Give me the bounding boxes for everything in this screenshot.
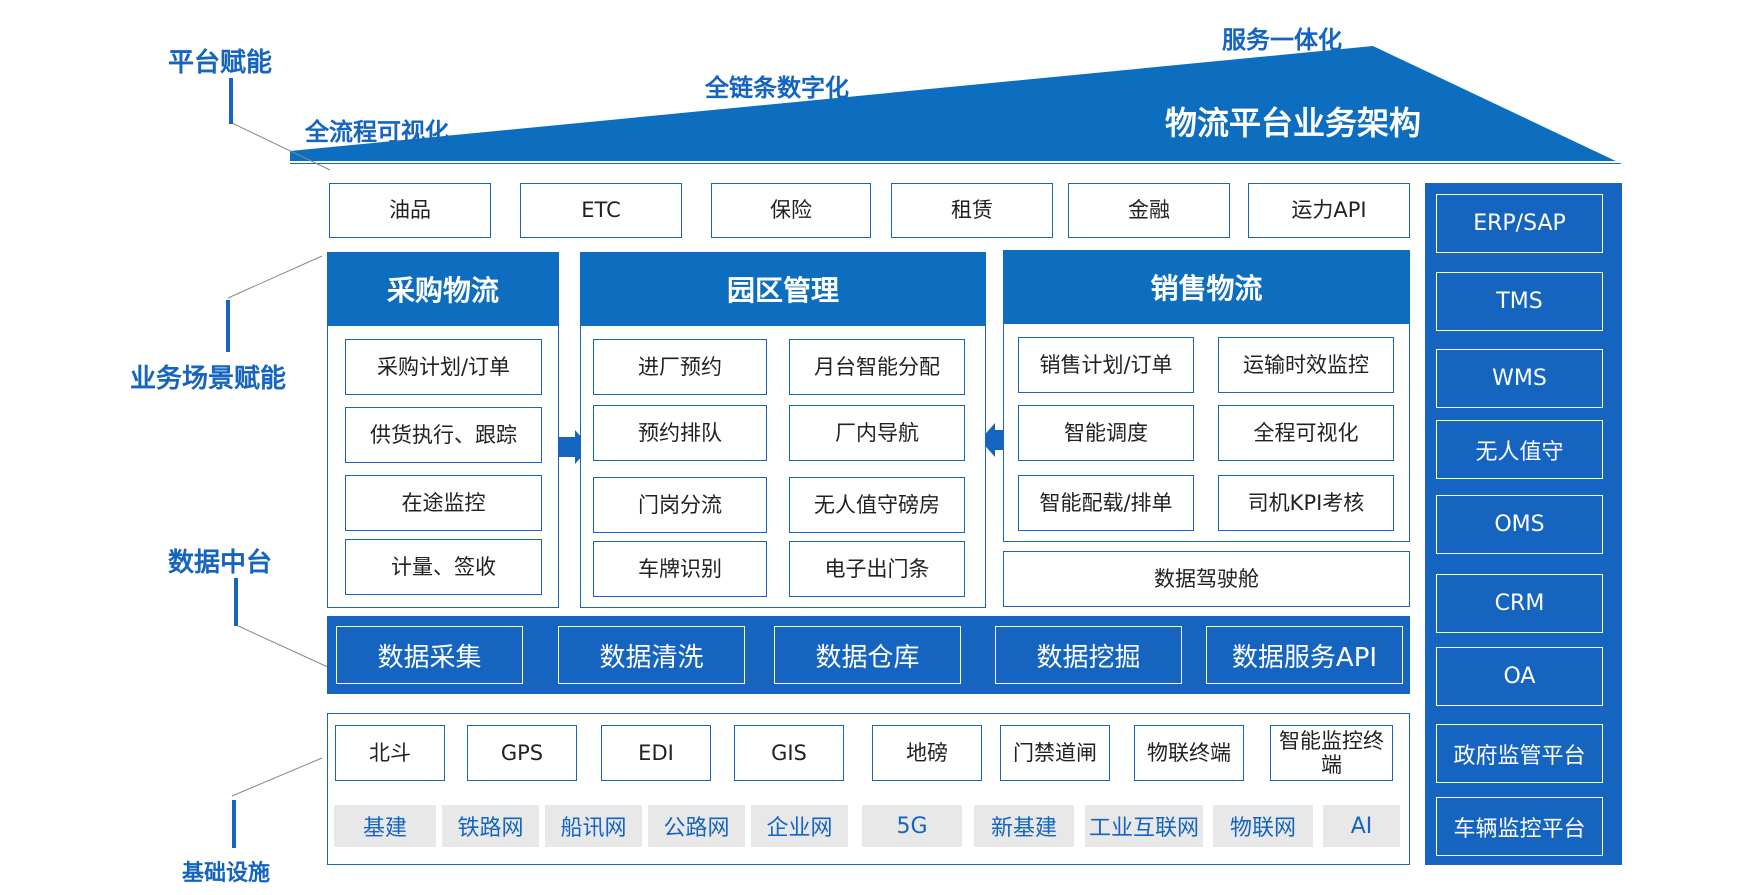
infra-item: 智能监控终端 xyxy=(1270,725,1393,781)
park-item: 门岗分流 xyxy=(593,477,767,533)
roof-label-chain: 全链条数字化 xyxy=(705,74,849,102)
data-service-api: 数据服务API xyxy=(1206,626,1403,684)
data-warehouse: 数据仓库 xyxy=(774,626,961,684)
infra-network: 物联网 xyxy=(1213,805,1313,847)
system-item: 政府监管平台 xyxy=(1436,724,1603,783)
data-mining: 数据挖掘 xyxy=(995,626,1182,684)
label-infra: 基础设施 xyxy=(182,861,271,886)
service-oil: 油品 xyxy=(329,183,491,238)
system-item: 车辆监控平台 xyxy=(1436,797,1603,856)
service-finance: 金融 xyxy=(1068,183,1230,238)
roof-shape xyxy=(290,46,1622,164)
infra-item: 物联终端 xyxy=(1134,725,1244,781)
infra-network: 工业互联网 xyxy=(1085,805,1203,847)
sales-item: 司机KPI考核 xyxy=(1218,475,1394,531)
data-cockpit: 数据驾驶舱 xyxy=(1003,551,1410,607)
park-item: 无人值守磅房 xyxy=(789,477,965,533)
system-item: OMS xyxy=(1436,495,1603,554)
park-item: 厂内导航 xyxy=(789,405,965,461)
divider-data xyxy=(234,578,238,626)
roof-title: 物流平台业务架构 xyxy=(1165,104,1422,142)
infra-item: EDI xyxy=(601,725,711,781)
sales-item: 运输时效监控 xyxy=(1218,337,1394,393)
connector-infra xyxy=(231,757,323,797)
sales-title: 销售物流 xyxy=(1003,250,1410,324)
infra-item: 门禁道闸 xyxy=(1000,725,1110,781)
connector-data xyxy=(235,624,331,669)
system-item: ERP/SAP xyxy=(1436,194,1603,253)
divider-business xyxy=(226,300,230,352)
roof-label-service: 服务一体化 xyxy=(1222,26,1342,54)
infra-item: 地磅 xyxy=(872,725,982,781)
park-title: 园区管理 xyxy=(580,252,986,326)
label-data: 数据中台 xyxy=(168,548,273,578)
park-item: 电子出门条 xyxy=(789,541,965,597)
infra-item: 北斗 xyxy=(335,725,445,781)
connector-platform xyxy=(231,122,331,171)
system-item: 无人值守 xyxy=(1436,420,1603,479)
divider-platform xyxy=(229,78,233,124)
data-collect: 数据采集 xyxy=(336,626,523,684)
service-etc: ETC xyxy=(520,183,682,238)
sales-item: 销售计划/订单 xyxy=(1018,337,1194,393)
system-item: WMS xyxy=(1436,349,1603,408)
park-item: 预约排队 xyxy=(593,405,767,461)
infra-network: 企业网 xyxy=(751,805,848,847)
service-lease: 租赁 xyxy=(891,183,1053,238)
infra-network: 公路网 xyxy=(648,805,745,847)
park-item: 月台智能分配 xyxy=(789,339,965,395)
procurement-item: 计量、签收 xyxy=(345,539,542,595)
systems-column xyxy=(1425,183,1622,865)
data-platform-band xyxy=(327,616,1410,694)
infra-network: 船讯网 xyxy=(545,805,642,847)
sales-item: 智能调度 xyxy=(1018,405,1194,461)
infra-item: GPS xyxy=(467,725,577,781)
park-item: 进厂预约 xyxy=(593,339,767,395)
label-platform: 平台赋能 xyxy=(168,48,273,78)
park-item: 车牌识别 xyxy=(593,541,767,597)
roof-label-process: 全流程可视化 xyxy=(305,118,449,146)
service-insurance: 保险 xyxy=(711,183,871,238)
divider-infra xyxy=(232,800,236,848)
infra-network: 新基建 xyxy=(974,805,1074,847)
system-item: OA xyxy=(1436,647,1603,706)
procurement-item: 采购计划/订单 xyxy=(345,339,542,395)
infra-network: 铁路网 xyxy=(442,805,539,847)
system-item: CRM xyxy=(1436,574,1603,633)
sales-item: 智能配载/排单 xyxy=(1018,475,1194,531)
procurement-item: 在途监控 xyxy=(345,475,542,531)
label-business: 业务场景赋能 xyxy=(130,364,287,394)
sales-item: 全程可视化 xyxy=(1218,405,1394,461)
procurement-item: 供货执行、跟踪 xyxy=(345,407,542,463)
data-clean: 数据清洗 xyxy=(558,626,745,684)
infra-item: GIS xyxy=(734,725,844,781)
connector-business xyxy=(227,255,323,299)
infra-network: 基建 xyxy=(334,805,436,847)
procurement-title: 采购物流 xyxy=(327,252,559,326)
infra-network: AI xyxy=(1323,805,1400,847)
infra-network: 5G xyxy=(862,805,962,847)
service-capacity-api: 运力API xyxy=(1248,183,1410,238)
system-item: TMS xyxy=(1436,272,1603,331)
